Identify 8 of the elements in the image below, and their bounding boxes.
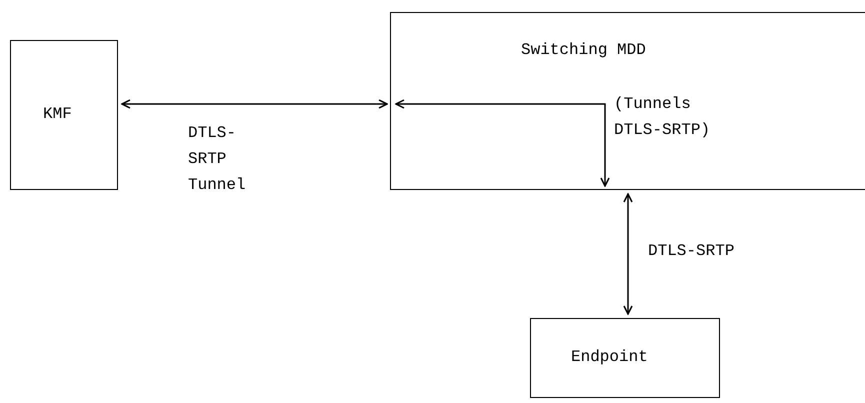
node-label: Switching MDD	[521, 41, 646, 59]
arrow	[121, 99, 388, 109]
arrow	[623, 193, 633, 315]
process-box	[530, 318, 720, 398]
node-label: KMF	[43, 105, 72, 123]
node-label: Endpoint	[571, 348, 648, 366]
arrow	[395, 99, 610, 187]
process-box	[10, 40, 118, 190]
